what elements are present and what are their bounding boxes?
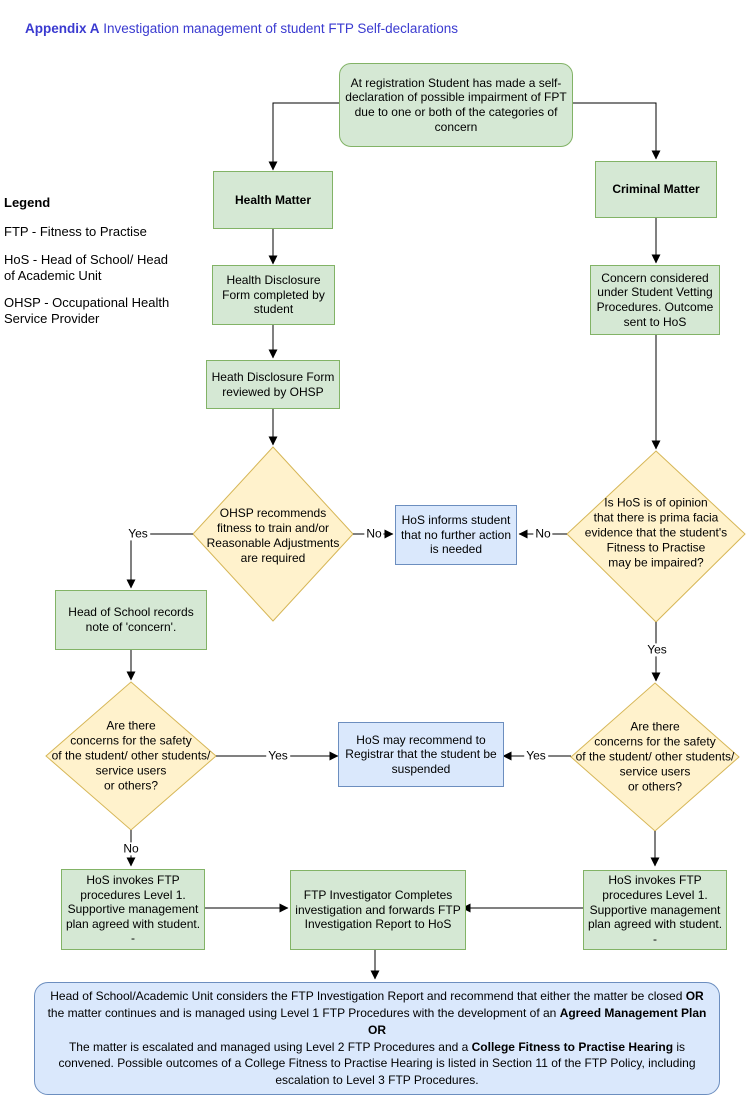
label-no-safety-left: No (121, 841, 141, 856)
safety-right-decision-text: Are there concerns for the safety of the… (575, 719, 735, 794)
page-title-appendix: Appendix A (25, 21, 100, 36)
ftp-investigator-node: FTP Investigator Completes investigation… (290, 870, 466, 950)
legend-item-ohsp: OHSP - Occupational Health Service Provi… (4, 295, 170, 326)
label-no-ohsp: No (364, 526, 384, 541)
criminal-matter-node: Criminal Matter (595, 161, 717, 218)
label-yes-safety-right: Yes (524, 748, 548, 763)
health-matter-node: Health Matter (213, 171, 333, 229)
final-outcome-box: Head of School/Academic Unit considers t… (34, 982, 720, 1095)
page-title: Appendix A Investigation management of s… (25, 21, 458, 36)
legend-item-hos: HoS - Head of School/ Head of Academic U… (4, 252, 169, 283)
final-segment: the matter continues and is managed usin… (47, 1005, 560, 1020)
hos-invokes-left-node: HoS invokes FTP procedures Level 1. Supp… (61, 869, 205, 950)
label-yes-prima: Yes (645, 642, 669, 657)
heath-reviewed-node: Heath Disclosure Form reviewed by OHSP (206, 360, 340, 409)
label-yes-safety-left: Yes (266, 748, 290, 763)
ohsp-decision-diamond (192, 446, 354, 622)
safety-left-decision-text: Are there concerns for the safety of the… (51, 718, 211, 793)
label-yes-ohsp: Yes (126, 526, 150, 541)
legend-heading: Legend (4, 195, 51, 210)
final-segment-bold: OR (685, 989, 704, 1004)
prima-facia-decision-text: Is HoS is of opinion that there is prima… (584, 495, 728, 570)
edge-start-to-health (268, 102, 343, 171)
final-segment-bold: OR (368, 1022, 386, 1037)
hos-informs-node: HoS informs student that no further acti… (395, 505, 517, 565)
label-no-prima: No (533, 526, 553, 541)
head-records-node: Head of School records note of 'concern'… (55, 590, 207, 650)
final-segment: is convened. Possible outcomes of a Coll… (58, 1039, 696, 1088)
final-segment: The matter is escalated and managed usin… (68, 1039, 472, 1054)
edge-start-to-criminal (568, 102, 661, 160)
final-segment: Head of School/Academic Unit considers t… (50, 989, 686, 1004)
edge-ohsp-yes-to-records (126, 533, 193, 589)
ohsp-decision-text: OHSP recommends fitness to train and/or … (206, 506, 340, 565)
health-disclosure-node: Health Disclosure Form completed by stud… (212, 265, 335, 325)
page-title-rest: Investigation management of student FTP … (99, 21, 458, 36)
final-segment-bold: Agreed Management Plan (559, 1005, 707, 1020)
final-segment-bold: College Fitness to Practise Hearing (471, 1039, 674, 1054)
legend-item-ftp: FTP - Fitness to Practise (4, 224, 147, 239)
start-node: At registration Student has made a self-… (339, 63, 573, 147)
final-outcome-text: Head of School/Academic Unit considers t… (35, 984, 719, 1093)
hos-invokes-right-node: HoS invokes FTP procedures Level 1. Supp… (583, 870, 727, 950)
hos-recommend-node: HoS may recommend to Registrar that the … (338, 722, 504, 787)
concern-considered-node: Concern considered under Student Vetting… (590, 265, 720, 335)
